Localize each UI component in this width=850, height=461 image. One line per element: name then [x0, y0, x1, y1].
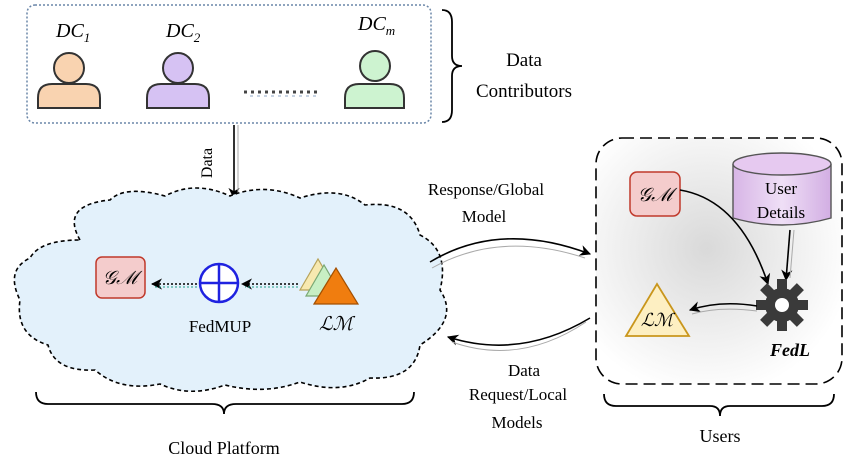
users-label: Users [700, 426, 741, 446]
contributors-group-label-2: Contributors [476, 81, 572, 102]
contributor-dcm-label: DCm [357, 13, 395, 38]
contributor-dc2-label: DC2 [165, 20, 201, 45]
gm-to-fedl-arrow [679, 189, 771, 286]
person-icon [37, 52, 101, 109]
user-local-model-icon: ℒℳ [624, 282, 691, 337]
local-models-stack-icon [298, 257, 360, 305]
response-label-line1: Response/Global [428, 180, 544, 199]
cloud-gm-label: 𝒢ℳ [103, 267, 144, 289]
cloud-global-model: 𝒢ℳ [95, 256, 146, 299]
contributor-dc1-label: DC1 [55, 20, 90, 45]
request-label-line2: Request/Local [469, 385, 567, 404]
user-details-database-icon [732, 152, 832, 226]
fedl-label: FedL [769, 340, 810, 360]
response-global-model-arrow [429, 238, 592, 269]
contributors-brace [441, 9, 463, 123]
aggregator-to-gm-arrow [150, 278, 197, 290]
person-icon [344, 50, 405, 109]
contributor-dcm: DCm [344, 13, 405, 109]
request-local-models-arrow [446, 317, 591, 351]
cloud-platform-brace [35, 391, 415, 415]
contributor-dc1: DC1 [37, 20, 101, 109]
person-icon [146, 52, 210, 109]
user-details-label-1: User [765, 179, 797, 198]
users-brace [603, 393, 835, 417]
fedmup-aggregator-icon [198, 262, 240, 304]
request-label-line3: Models [492, 413, 543, 432]
request-label-line1: Data [508, 361, 541, 380]
cloud-platform-label: Cloud Platform [168, 438, 280, 458]
response-label-line2: Model [462, 207, 507, 226]
user-gm-label: 𝒢ℳ [638, 184, 679, 206]
user-details-label-2: Details [757, 203, 805, 222]
data-flow-label: Data [199, 148, 216, 178]
fedmup-label: FedMUP [189, 317, 251, 336]
data-contributors-group: DC1 DC2 DCm [26, 4, 432, 124]
more-contributors-ellipsis [244, 90, 320, 97]
user-global-model: 𝒢ℳ [629, 171, 681, 217]
data-flow-arrow [228, 125, 240, 200]
lm-to-aggregator-arrow [240, 278, 298, 290]
userdetails-to-fedl-arrow [781, 229, 795, 282]
cloud-lm-label: ℒℳ [319, 313, 356, 335]
user-lm-label: ℒℳ [641, 310, 676, 331]
contributor-dc2: DC2 [146, 20, 210, 109]
fedl-to-lm-arrow [688, 301, 758, 315]
fedl-gear-icon [756, 279, 808, 331]
contributors-group-label: Data [506, 50, 542, 71]
